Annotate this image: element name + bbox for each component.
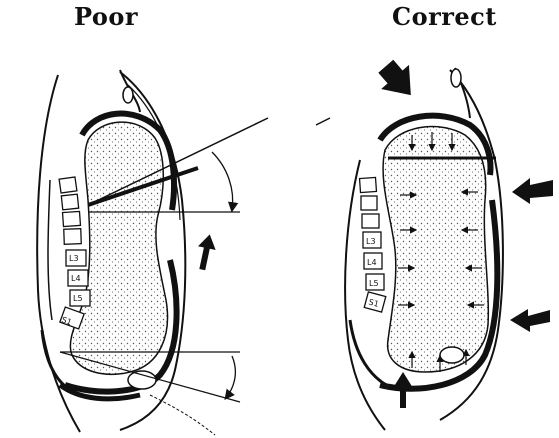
arrow-left-icon [512,178,553,204]
panel-title-correct: Correct [392,2,497,31]
label-l5: L5 [369,279,379,288]
label-l3: L3 [366,237,376,246]
angle-arc-icon [226,356,235,398]
poor-diagram: L3 L4 L5 S1 [0,40,290,438]
arrow-down-icon [377,59,413,95]
label-l5: L5 [73,294,83,303]
label-l4: L4 [71,274,81,283]
lumbar-spine [59,177,90,329]
angle-arc-icon [212,152,233,210]
abdominal-cavity [70,122,167,374]
label-l3: L3 [69,254,79,263]
abdominal-cavity [383,127,488,372]
arrow-up-icon [193,233,218,272]
arrow-left-icon [510,309,550,332]
panel-title-poor: Poor [74,2,138,31]
label-l4: L4 [367,258,377,267]
correct-diagram: L3 L4 L5 S1 [290,40,559,438]
